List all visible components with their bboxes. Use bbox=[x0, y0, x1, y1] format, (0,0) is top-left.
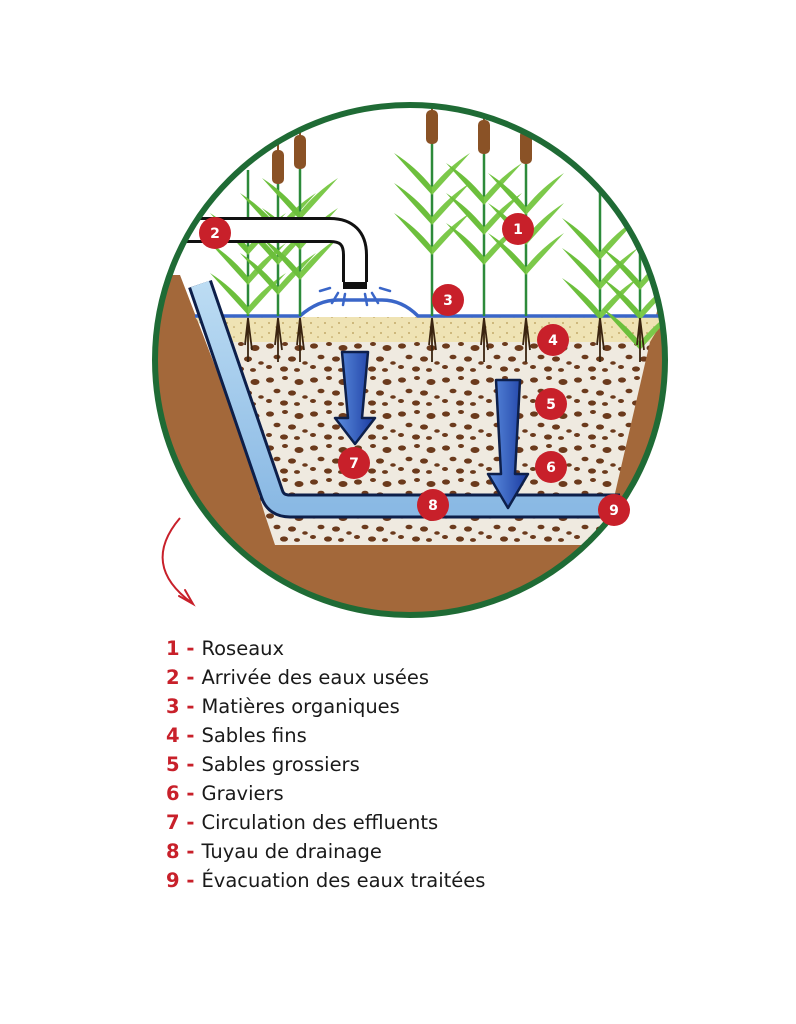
marker-label: 3 bbox=[443, 293, 453, 309]
cattail-head bbox=[426, 110, 438, 144]
legend-item: 9 -Évacuation des eaux traitées bbox=[166, 869, 486, 892]
marker-label: 1 bbox=[513, 222, 523, 238]
marker-2: 2 bbox=[199, 217, 231, 249]
marker-label: 7 bbox=[349, 456, 359, 472]
effluent-arrow-right bbox=[486, 378, 530, 510]
legend-item: 5 -Sables grossiers bbox=[166, 753, 360, 776]
cattail-head bbox=[478, 120, 490, 154]
diagram-frame bbox=[152, 102, 668, 618]
marker-9: 9 bbox=[598, 494, 630, 526]
marker-1: 1 bbox=[502, 213, 534, 245]
legend: 1 -Roseaux 2 -Arrivée des eaux usées 3 -… bbox=[166, 634, 485, 895]
legend-item: 2 -Arrivée des eaux usées bbox=[166, 666, 430, 689]
marker-label: 4 bbox=[548, 333, 558, 349]
marker-8: 8 bbox=[417, 489, 449, 521]
effluent-arrow-left bbox=[333, 350, 377, 446]
marker-5: 5 bbox=[535, 388, 567, 420]
legend-item: 6 -Graviers bbox=[166, 782, 284, 805]
legend-item: 1 -Roseaux bbox=[166, 637, 285, 660]
inlet-pipe bbox=[155, 217, 392, 307]
reed-plant bbox=[394, 105, 470, 362]
marker-4: 4 bbox=[537, 324, 569, 356]
cattail-head bbox=[520, 130, 532, 164]
legend-item: 8 -Tuyau de drainage bbox=[166, 840, 382, 863]
marker-7: 7 bbox=[338, 447, 370, 479]
reed-plant bbox=[562, 175, 638, 362]
cattail-head bbox=[294, 135, 306, 169]
marker-3: 3 bbox=[432, 284, 464, 316]
filter-bed-diagram: 1 2 3 4 5 6 7 8 9 bbox=[152, 102, 668, 618]
drainage-pipe bbox=[188, 279, 620, 519]
pointer-arrow-icon bbox=[161, 517, 196, 607]
marker-label: 5 bbox=[546, 397, 556, 413]
legend-item: 7 -Circulation des effluents bbox=[166, 811, 439, 834]
marker-6: 6 bbox=[535, 451, 567, 483]
marker-label: 6 bbox=[546, 460, 556, 476]
legend-item: 3 -Matières organiques bbox=[166, 695, 400, 718]
organic-matter-layer bbox=[195, 298, 665, 318]
legend-item: 4 -Sables fins bbox=[166, 724, 307, 747]
cattail-head bbox=[272, 150, 284, 184]
marker-label: 2 bbox=[210, 226, 220, 242]
gravel-base bbox=[265, 515, 610, 545]
marker-label: 8 bbox=[428, 498, 438, 514]
marker-label: 9 bbox=[609, 503, 619, 519]
